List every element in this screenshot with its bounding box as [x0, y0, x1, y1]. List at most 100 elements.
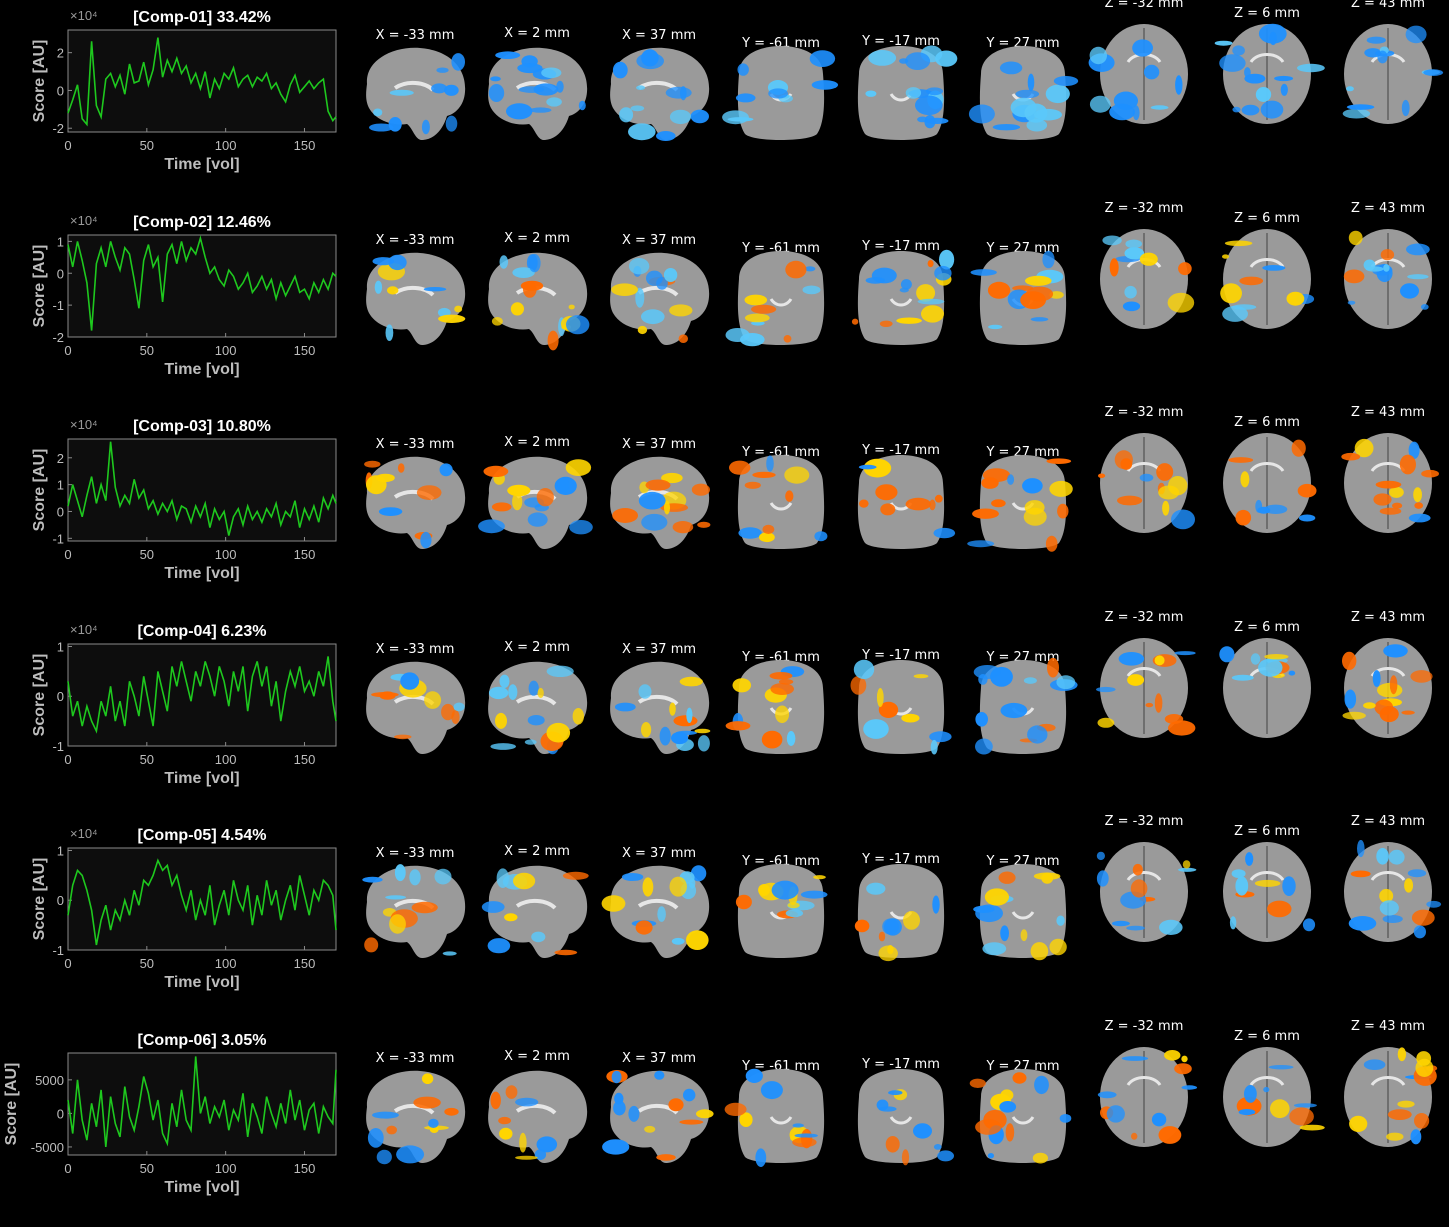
x-tick-label: 0 — [64, 138, 71, 153]
slice-coordinate-label: Y = -17 mm — [862, 1056, 940, 1072]
y-tick-label: 1 — [57, 478, 64, 493]
slice-coordinate-label: Z = 43 mm — [1350, 405, 1426, 420]
slice-coordinate-label: Y = -17 mm — [862, 647, 940, 663]
component-title: [Comp-02] 12.46% — [133, 214, 271, 231]
slice-coordinate-label: X = 37 mm — [621, 846, 697, 861]
brain-slice-image — [366, 1070, 466, 1164]
brain-slice-image — [481, 865, 589, 959]
slice-coordinate-label: X = -33 mm — [375, 1050, 455, 1066]
brain-slice-image — [488, 252, 590, 350]
timecourse-line — [67, 441, 337, 536]
x-tick-label: 50 — [140, 956, 154, 971]
brain-slice-image — [1096, 842, 1197, 942]
brain-slice-image — [1343, 228, 1432, 329]
slice-coordinate-label: Z = 6 mm — [1234, 824, 1300, 839]
brain-slice-image — [1214, 23, 1325, 124]
y-axis-label: Score [AU] — [31, 449, 48, 532]
component-title: [Comp-01] 33.42% — [133, 9, 271, 26]
x-tick-label: 100 — [215, 1161, 237, 1176]
x-tick-label: 0 — [64, 956, 71, 971]
component-title: [Comp-04] 6.23% — [138, 623, 267, 640]
y-tick-label: 1 — [57, 843, 64, 858]
slice-coordinate-label: Y = 27 mm — [986, 36, 1060, 51]
slice-coordinate-label: Z = 6 mm — [1234, 6, 1300, 21]
slice-coordinate-label: Y = 27 mm — [986, 240, 1060, 256]
x-tick-label: 50 — [140, 1161, 154, 1176]
brain-slice-image — [1220, 228, 1315, 329]
slice-coordinate-label: Y = -17 mm — [862, 443, 940, 458]
y-tick-label: 0 — [57, 1106, 64, 1121]
y-axis-label: Score [AU] — [31, 653, 48, 736]
plot-area — [67, 1052, 337, 1155]
brain-slice-image — [854, 864, 945, 962]
timecourse-line — [67, 1055, 337, 1147]
brain-slice-image — [362, 864, 466, 959]
y-tick-label: 2 — [57, 451, 64, 466]
brain-slice-image — [1341, 433, 1439, 533]
y-tick-label: 0 — [57, 266, 64, 281]
slice-coordinate-label: X = 2 mm — [504, 1048, 570, 1064]
x-tick-label: 100 — [215, 547, 237, 562]
plot-area — [67, 234, 337, 337]
slice-coordinate-label: Z = -32 mm — [1104, 1018, 1184, 1034]
y-tick-label: -1 — [52, 531, 64, 546]
x-tick-label: 0 — [64, 1161, 71, 1176]
brain-slice-image — [969, 1068, 1072, 1163]
component-title: [Comp-06] 3.05% — [138, 1032, 267, 1049]
y-tick-label: -1 — [52, 298, 64, 313]
y-axis-label: Score [AU] — [31, 244, 48, 327]
brain-slice-image — [602, 1069, 714, 1163]
brain-slice-image — [1097, 1046, 1198, 1147]
brain-slice-image — [857, 45, 958, 140]
slice-coordinate-label: X = 37 mm — [621, 28, 697, 43]
brain-slice-image — [610, 456, 711, 550]
y-tick-label: 2 — [57, 46, 64, 61]
slice-coordinate-label: Y = -61 mm — [742, 649, 820, 665]
slice-coordinate-label: Z = 6 mm — [1234, 1028, 1300, 1044]
x-axis-label: Time [vol] — [164, 1179, 239, 1196]
x-axis-label: Time [vol] — [164, 770, 239, 787]
brain-slice-image — [478, 456, 593, 550]
slice-coordinate-label: Z = -32 mm — [1104, 0, 1184, 11]
slice-coordinate-label: X = -33 mm — [375, 641, 455, 657]
plot-area — [67, 643, 337, 746]
axis-multiplier: ×10⁴ — [70, 826, 98, 841]
timecourse-line — [67, 655, 337, 734]
brain-slice-image — [366, 47, 466, 141]
slice-coordinate-label: Z = 6 mm — [1234, 210, 1300, 226]
slice-coordinate-label: Y = 27 mm — [986, 445, 1060, 460]
slice-coordinate-label: Y = -61 mm — [742, 854, 820, 869]
slice-coordinate-label: X = -33 mm — [375, 28, 455, 43]
axis-multiplier: ×10⁴ — [70, 622, 98, 637]
x-tick-label: 150 — [294, 138, 316, 153]
brain-slice-image — [1223, 842, 1316, 942]
slice-coordinate-label: Z = -32 mm — [1104, 814, 1184, 829]
brain-slice-image — [725, 250, 825, 346]
slice-coordinate-label: X = 2 mm — [504, 230, 570, 246]
brain-slice-image — [735, 864, 828, 958]
axis-multiplier: ×10⁴ — [70, 8, 98, 23]
x-axis-label: Time [vol] — [164, 974, 239, 991]
brain-slice-image — [968, 46, 1079, 140]
brain-slice-image — [1342, 637, 1433, 738]
brain-slice-image — [970, 250, 1067, 345]
x-tick-label: 150 — [294, 752, 316, 767]
x-tick-label: 0 — [64, 547, 71, 562]
axis-multiplier: ×10⁴ — [70, 213, 98, 228]
x-tick-label: 0 — [64, 343, 71, 358]
x-axis-label: Time [vol] — [164, 361, 239, 378]
slice-coordinate-label: X = 2 mm — [504, 435, 570, 450]
brain-slice-image — [1100, 228, 1195, 329]
brain-slice-image — [724, 1068, 825, 1167]
slice-coordinate-label: X = 37 mm — [621, 232, 697, 248]
x-tick-label: 50 — [140, 752, 154, 767]
brain-slice-image — [488, 1070, 588, 1163]
brain-slice-image — [850, 659, 952, 754]
x-tick-label: 150 — [294, 1161, 316, 1176]
